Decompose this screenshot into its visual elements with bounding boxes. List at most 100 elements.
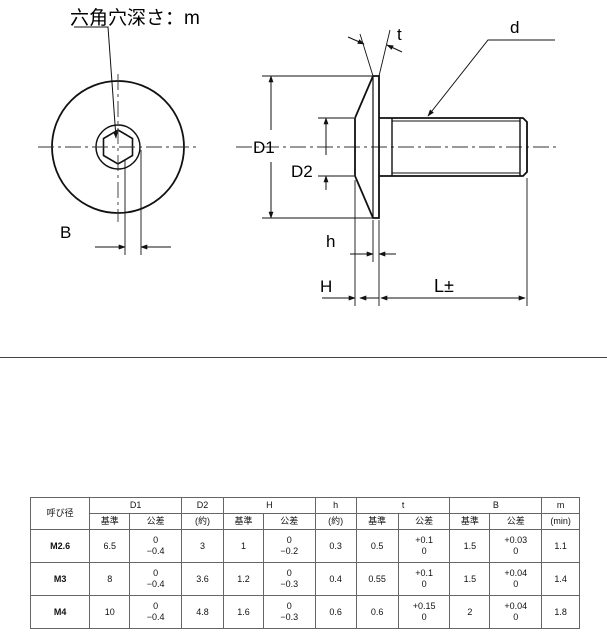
cell-t: 0.55 [355, 562, 399, 596]
tol-lower: 0 [513, 612, 519, 622]
hex-depth-label: 六角穴深さ：m [70, 7, 200, 29]
section-divider [0, 357, 607, 358]
header-D1: D1 [89, 497, 182, 514]
cell-D2: 3.6 [180, 562, 225, 596]
header-D2: D2 [180, 497, 225, 514]
screw-drawing: 六角穴深さ：m B D1 D2 t d h [38, 7, 556, 306]
tol-upper: 0 [153, 568, 159, 578]
t-ext-1 [359, 33, 374, 77]
tol-upper: 0 [286, 568, 292, 578]
tol-lower: −0.2 [280, 546, 299, 556]
tol-upper: +0.04 [504, 601, 528, 611]
subheader-row: 基準 公差 (約) 基準 公差 (約) 基準 公差 基準 公差 (min) [31, 513, 580, 530]
cell-D1: 8 [89, 562, 131, 596]
cell-H: 1 [223, 529, 264, 563]
tol-upper: 0 [153, 601, 159, 611]
tol-lower: −0.3 [280, 612, 299, 622]
cell-t: 0.5 [355, 529, 399, 563]
cell-H: 1.2 [223, 562, 264, 596]
d1-label: D1 [253, 138, 275, 157]
tol-lower: 0 [421, 579, 427, 589]
tol-lower: 0 [513, 546, 519, 556]
cell-m: 1.1 [541, 529, 580, 563]
cell-B: 1.5 [449, 529, 491, 563]
tol-lower: −0.4 [146, 546, 165, 556]
shank-outline [379, 117, 528, 177]
cell-h: 0.4 [314, 562, 357, 596]
d2-label: D2 [291, 162, 313, 181]
tol-lower: −0.3 [280, 579, 299, 589]
cell-H: 1.6 [223, 595, 264, 629]
cell-D1-tol: 0−0.4 [129, 562, 182, 596]
cell-h: 0.6 [314, 595, 357, 629]
cell-size: M2.6 [29, 529, 91, 563]
subheader-cell: 公差 [129, 513, 182, 530]
L-label: L± [434, 276, 454, 296]
tol-upper: 0 [286, 535, 292, 545]
tol-lower: −0.4 [146, 612, 165, 622]
subheader-cell: 公差 [397, 513, 451, 530]
t-arrow-2 [386, 44, 403, 53]
header-size: 呼び径 [29, 497, 91, 530]
cell-D1: 6.5 [89, 529, 131, 563]
t-ext-2 [378, 29, 391, 77]
cell-size: M4 [29, 595, 91, 629]
d-label: d [510, 18, 519, 37]
d-leader [427, 39, 555, 117]
header-H: H [223, 497, 316, 514]
cell-m: 1.4 [541, 562, 580, 596]
H-label: H [320, 277, 332, 296]
cell-B: 2 [449, 595, 491, 629]
h-label: h [326, 232, 335, 251]
tol-lower: 0 [421, 546, 427, 556]
cell-t: 0.6 [355, 595, 399, 629]
cell-H-tol: 0−0.2 [262, 529, 316, 563]
subheader-cell: 公差 [489, 513, 543, 530]
t-arrow-1 [347, 36, 365, 45]
tol-upper: +0.1 [415, 535, 433, 545]
header-B: B [449, 497, 543, 514]
header-m: m [541, 497, 580, 514]
cell-D1: 10 [89, 595, 131, 629]
t-label: t [397, 25, 402, 44]
tol-upper: +0.1 [415, 568, 433, 578]
header-row: 呼び径 D1 D2 H h t B m [29, 497, 580, 530]
header-h: h [314, 497, 357, 514]
tol-upper: +0.03 [504, 535, 528, 545]
screw-side-view [354, 75, 528, 219]
subheader-cell: (約) [314, 513, 357, 530]
tol-upper: +0.15 [412, 601, 436, 611]
subheader-cell: (min) [541, 513, 580, 530]
hex-depth-leader [74, 26, 118, 139]
tol-upper: 0 [153, 535, 159, 545]
cell-m: 1.8 [541, 595, 580, 629]
tol-upper: +0.04 [504, 568, 528, 578]
tol-lower: 0 [513, 579, 519, 589]
tol-lower: −0.4 [146, 579, 165, 589]
cell-h: 0.3 [314, 529, 357, 563]
tol-lower: 0 [421, 612, 427, 622]
spec-table: 呼び径 D1 D2 H h t B m 基準 公差 (約) 基準 公差 (約) … [29, 497, 580, 629]
cell-D2: 3 [180, 529, 225, 563]
subheader-cell: (約) [180, 513, 225, 530]
b-label: B [60, 223, 71, 242]
cell-H-tol: 0−0.3 [262, 562, 316, 596]
subheader-cell: 基準 [89, 513, 131, 530]
cell-size: M3 [29, 562, 91, 596]
cell-D2: 4.8 [180, 595, 225, 629]
tol-upper: 0 [286, 601, 292, 611]
subheader-cell: 公差 [262, 513, 316, 530]
cell-D1-tol: 0−0.4 [129, 595, 182, 629]
subheader-cell: 基準 [223, 513, 264, 530]
subheader-cell: 基準 [449, 513, 491, 530]
subheader-cell: 基準 [355, 513, 399, 530]
